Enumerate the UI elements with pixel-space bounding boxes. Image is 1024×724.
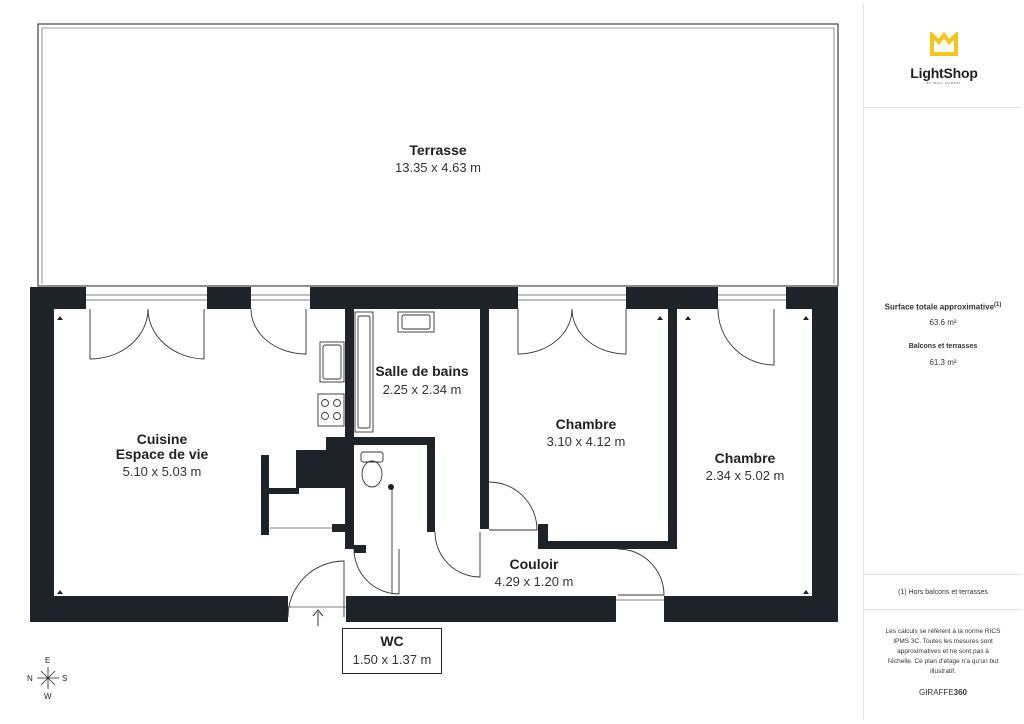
terrasse-dims: 13.35 x 4.63 m: [395, 160, 481, 175]
wc-name: WC: [380, 633, 404, 649]
separator-1: [864, 107, 1022, 108]
wc-dims: 1.50 x 1.37 m: [352, 652, 432, 667]
disclaimer-line-1: Les calculs se réfèrent à la norme RICS: [885, 628, 1001, 635]
compass-icon: [37, 667, 59, 689]
separator-3: [864, 609, 1022, 610]
disclaimer-line-4: l'échelle. Ce plan d'étage n'a qu'un but: [887, 658, 999, 665]
compass-east: E: [45, 656, 51, 665]
separator-2: [864, 574, 1022, 575]
brand-regular: GIRAFFE: [918, 688, 954, 697]
disclaimer-line-5: illustratif.: [930, 668, 956, 675]
surface-label: Surface totale approximative(1): [864, 302, 1022, 312]
chambre1-dims: 3.10 x 4.12 m: [546, 434, 626, 449]
cuisine-dims: 5.10 x 5.03 m: [122, 464, 202, 479]
salle-de-bains-name: Salle de bains: [375, 363, 469, 379]
compass-north: N: [27, 674, 33, 683]
chambre2-dims: 2.34 x 5.02 m: [705, 468, 785, 483]
windows: [86, 294, 786, 608]
compass-south: S: [62, 674, 68, 683]
exterior-walls: [30, 287, 838, 622]
surface-label-text: Surface totale approximative: [884, 302, 995, 312]
fixtures: [317, 311, 435, 594]
chambre2-name: Chambre: [714, 450, 776, 466]
corner-markers: [57, 316, 809, 594]
interior-walls: [261, 309, 677, 553]
giraffe360-brand: GIRAFFE360: [864, 688, 1022, 697]
compass-west: W: [44, 692, 52, 701]
brand-bold: 360: [953, 688, 968, 697]
logo-name: LightShop: [910, 65, 978, 81]
footnote: (1) Hors balcons et terrasses: [898, 589, 988, 596]
lightshop-crown-icon: [930, 30, 958, 56]
balcons-value: 61.3 m²: [929, 358, 957, 367]
entrance-arrow-icon: [312, 609, 324, 626]
couloir-dims: 4.29 x 1.20 m: [494, 574, 574, 589]
cuisine-name-line2: Espace de vie: [115, 446, 209, 462]
terrasse-outline: [37, 23, 839, 287]
chambre1-name: Chambre: [555, 416, 617, 432]
cuisine-name-line1: Cuisine: [136, 431, 188, 447]
info-sidebar: LightShop BY WALL MARKET Surface totale …: [863, 4, 1022, 720]
disclaimer-line-3: approximatives et ne sont pas à: [897, 648, 989, 655]
disclaimer-line-2: IPMS 3C. Toutes les mesures sont: [893, 638, 993, 645]
door-swings: [89, 308, 775, 618]
logo-subtitle: BY WALL MARKET: [926, 81, 962, 85]
lightshop-logo: LightShop BY WALL MARKET: [902, 30, 986, 85]
balcons-label: Balcons et terrasses: [908, 343, 978, 350]
couloir-name: Couloir: [509, 556, 559, 572]
floor-plan: [30, 23, 839, 626]
terrasse-name: Terrasse: [409, 142, 467, 158]
surface-value: 63.6 m²: [929, 318, 957, 327]
light-point: [388, 484, 394, 490]
compass-rose: E N S W: [24, 654, 72, 704]
surface-note-mark: (1): [994, 302, 1002, 308]
wc-label-box: WC 1.50 x 1.37 m: [342, 628, 442, 674]
salle-de-bains-dims: 2.25 x 2.34 m: [382, 382, 462, 397]
